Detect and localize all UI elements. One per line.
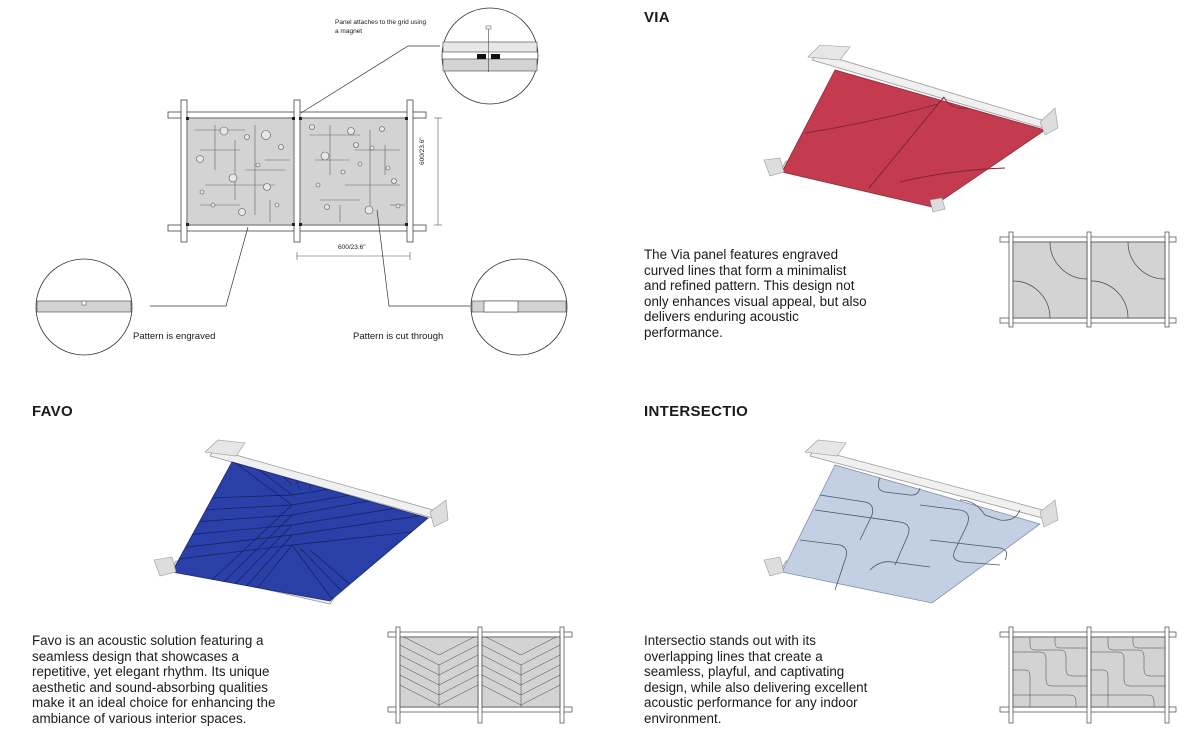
favo-title: FAVO bbox=[32, 403, 73, 420]
via-description: The Via panel features engraved curved l… bbox=[644, 247, 867, 340]
via-title: VIA bbox=[644, 9, 670, 26]
intersectio-plan bbox=[999, 626, 1177, 724]
favo-description: Favo is an acoustic solution featuring a… bbox=[32, 633, 276, 726]
via-plan bbox=[999, 231, 1177, 328]
magnet-label: Panel attaches to the grid using a magne… bbox=[335, 19, 427, 35]
engraved-label: Pattern is engraved bbox=[133, 331, 216, 342]
intersectio-description: Intersectio stands out with its overlapp… bbox=[644, 633, 868, 726]
cut-through-label: Pattern is cut through bbox=[353, 331, 444, 342]
tech-drawing bbox=[35, 7, 568, 356]
dimension-horizontal-label: 600/23.6" bbox=[338, 244, 366, 251]
via-render bbox=[763, 44, 1059, 213]
intersectio-render bbox=[763, 439, 1059, 604]
intersectio-title: INTERSECTIO bbox=[644, 403, 749, 420]
favo-render bbox=[153, 439, 449, 605]
favo-plan bbox=[387, 626, 573, 724]
dimension-vertical-label: 600/23.6" bbox=[419, 137, 426, 165]
